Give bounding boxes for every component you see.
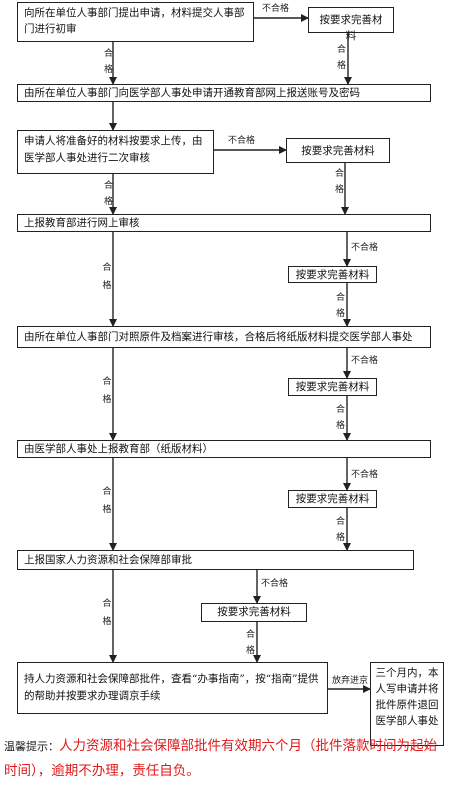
fix-label-4: 按要求完善材料 <box>295 381 370 393</box>
step-3-text: 申请人将准备好的材料按要求上传，由医学部人事处进行二次审核 <box>24 135 203 164</box>
fix-label-5: 按要求完善材料 <box>295 493 370 505</box>
pass-char-a-5: 合 <box>102 487 112 497</box>
fix-label-6: 按要求完善材料 <box>217 606 291 618</box>
pass-char-a-6: 合 <box>102 599 112 609</box>
pass-char-b-3: 格 <box>102 281 112 291</box>
pass-label-fix-4: 合格 <box>336 405 346 431</box>
step-7-box: 上报国家人力资源和社会保障部审批 <box>17 550 414 570</box>
fix-box-3: 按要求完善材料 <box>288 266 377 283</box>
fail-label-6: 不合格 <box>261 579 289 589</box>
fail-label-1: 不合格 <box>262 4 290 14</box>
step-2-box: 由所在单位人事部门向医学部人事处申请开通教育部网上报送账号及密码 <box>17 84 431 102</box>
step-5-box: 由所在单位人事部门对照原件及档案进行审核，合格后将纸版材料提交医学部人事处 <box>17 326 431 348</box>
fix-box-5: 按要求完善材料 <box>288 490 377 508</box>
fail-label-4: 不合格 <box>351 356 379 366</box>
pass-char-a-3: 合 <box>102 263 112 273</box>
pass-label-fix-3: 合格 <box>336 293 346 319</box>
fix-box-6: 按要求完善材料 <box>201 603 307 622</box>
step-4-text: 上报教育部进行网上审核 <box>24 217 140 229</box>
fix-label-1: 按要求完善材料 <box>319 14 383 42</box>
final-return-text: 三个月内，本人写申请并将批件原件退回医学部人事处 <box>375 667 439 727</box>
pass-char-b-5: 格 <box>102 505 112 515</box>
fail-label-2: 不合格 <box>228 136 256 146</box>
step-1-box: 向所在单位人事部门提出申请，材料提交人事部门进行初审 <box>17 2 254 42</box>
pass-label-2: 合格 <box>104 181 114 207</box>
step-3-box: 申请人将准备好的材料按要求上传，由医学部人事处进行二次审核 <box>17 130 214 174</box>
step-8-box: 持人力资源和社会保障部批件，查看“办事指南”，按“指南”提供的帮助并按要求办理调… <box>17 662 328 714</box>
step-6-box: 由医学部人事处上报教育部（纸版材料） <box>17 440 431 458</box>
step-7-text: 上报国家人力资源和社会保障部审批 <box>24 554 192 566</box>
pass-label-fix-1: 合格 <box>337 45 347 71</box>
pass-char-b-6: 格 <box>102 617 112 627</box>
warm-tip-lead: 温馨提示： <box>4 740 59 753</box>
fix-box-2: 按要求完善材料 <box>286 138 390 163</box>
final-return-box: 三个月内，本人写申请并将批件原件退回医学部人事处 <box>370 662 444 746</box>
fail-label-5: 不合格 <box>351 470 379 480</box>
pass-label-fix-2: 合格 <box>335 169 345 195</box>
pass-label-fix-5: 合格 <box>336 517 346 543</box>
warm-tip-text: 人力资源和社会保障部批件有效期六个月（批件落款时间为起始时间），逾期不办理，责任… <box>4 738 437 779</box>
fix-box-4: 按要求完善材料 <box>288 378 377 396</box>
fix-label-2: 按要求完善材料 <box>301 145 375 157</box>
pass-char-a-4: 合 <box>102 377 112 387</box>
step-5-text: 由所在单位人事部门对照原件及档案进行审核，合格后将纸版材料提交医学部人事处 <box>24 331 413 343</box>
pass-char-b-4: 格 <box>102 395 112 405</box>
step-6-text: 由医学部人事处上报教育部（纸版材料） <box>24 443 213 455</box>
fail-label-3: 不合格 <box>351 243 379 253</box>
step-1-text: 向所在单位人事部门提出申请，材料提交人事部门进行初审 <box>24 7 245 35</box>
pass-label-1: 合格 <box>104 49 114 75</box>
step-8-text: 持人力资源和社会保障部批件，查看“办事指南”，按“指南”提供的帮助并按要求办理调… <box>24 673 319 702</box>
warm-tip-note: 温馨提示：人力资源和社会保障部批件有效期六个月（批件落款时间为起始时间），逾期不… <box>4 734 444 783</box>
fix-label-3: 按要求完善材料 <box>295 269 370 281</box>
pass-label-fix-6: 合格 <box>246 630 256 656</box>
step-4-box: 上报教育部进行网上审核 <box>17 214 431 232</box>
fix-box-1: 按要求完善材料 <box>308 7 394 42</box>
giveup-label: 放弃进京 <box>332 676 369 686</box>
step-2-text: 由所在单位人事部门向医学部人事处申请开通教育部网上报送账号及密码 <box>24 87 360 99</box>
